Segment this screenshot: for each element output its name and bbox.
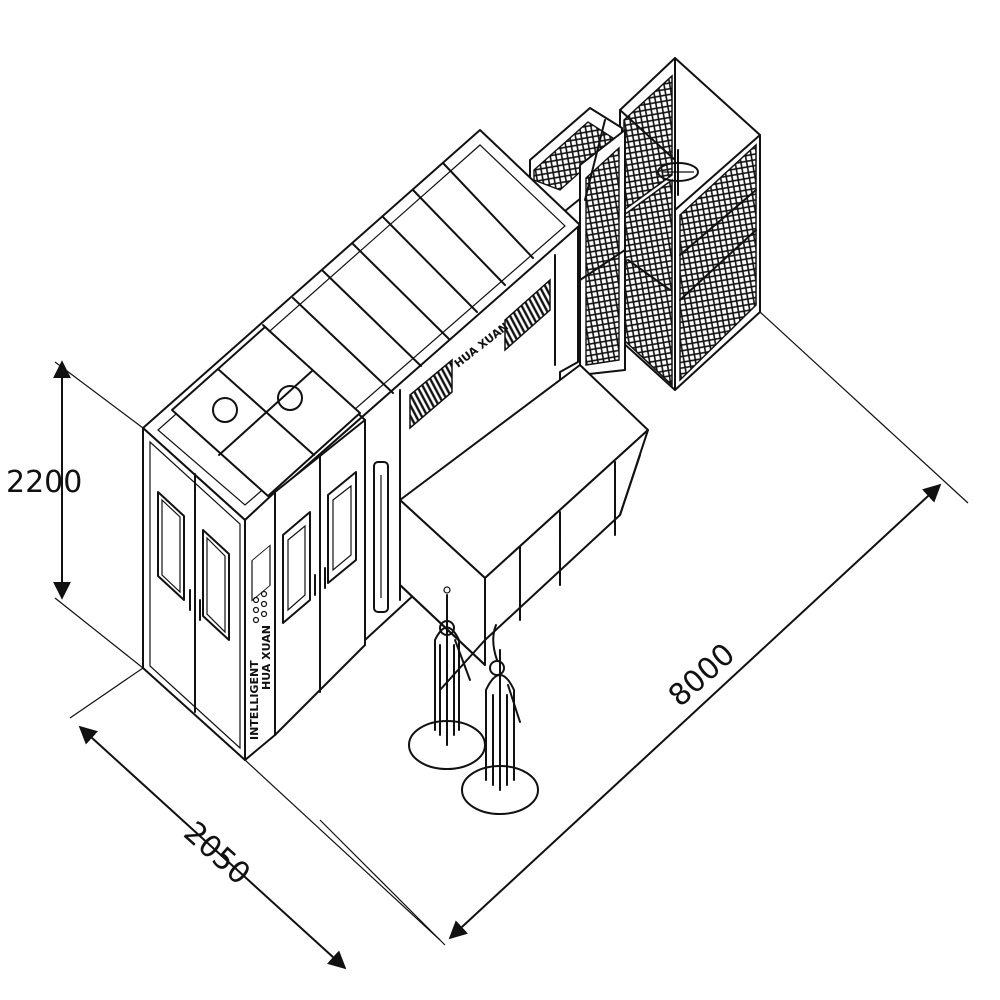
booth-roof bbox=[142, 129, 581, 521]
brand-label-panel-sub: INTELLIGENT bbox=[248, 660, 261, 740]
booth-side-doors bbox=[274, 419, 366, 736]
control-buttons bbox=[252, 590, 268, 624]
booth-front-face bbox=[142, 427, 246, 761]
control-panel: INTELLIGENT HUA XUAN bbox=[244, 491, 276, 761]
brand-label-panel: HUA XUAN bbox=[260, 625, 273, 690]
mesh-cage-tower bbox=[619, 57, 761, 391]
dimension-label-height: 2200 bbox=[6, 465, 82, 500]
exhaust-duct bbox=[529, 107, 626, 376]
dimension-height: 2200 bbox=[6, 360, 144, 669]
dimension-label-width: 2050 bbox=[177, 815, 257, 892]
dimension-label-length: 8000 bbox=[662, 637, 742, 714]
